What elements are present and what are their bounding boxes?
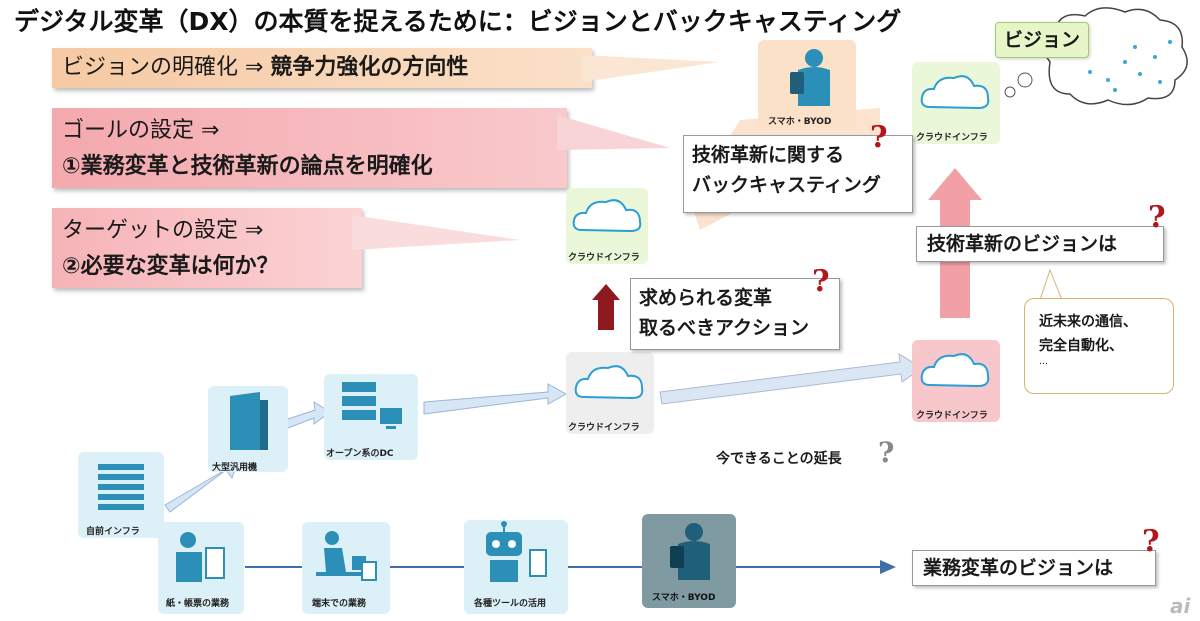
target-pointer <box>352 215 520 250</box>
cloud-infra-label-pink: クラウドインフラ <box>916 411 988 421</box>
goal-callout: ゴールの設定 ⇒ ①業務変革と技術革新の論点を明確化 <box>52 108 567 188</box>
cloud-infra-tile-top <box>912 62 1000 144</box>
goal-callout-line1: ゴールの設定 ⇒ <box>62 118 220 143</box>
person-desk-icon <box>316 531 377 581</box>
question-mark-icon: ? <box>1148 200 1166 235</box>
pc-work-label: 端末での業務 <box>312 599 367 609</box>
business-vision-box: 業務変革のビジョンは <box>912 550 1156 586</box>
page-title: デジタル変革（DX）の本質を捉えるために：ビジョンとバックキャスティング <box>14 7 902 36</box>
question-mark-icon: ? <box>1142 524 1160 559</box>
vision-label: ビジョン <box>1003 29 1080 51</box>
cloud-infra-label-top: クラウドインフラ <box>916 133 988 143</box>
target-callout-line1: ターゲットの設定 ⇒ <box>62 218 264 243</box>
required-change-line1: 求められる変革 <box>639 287 773 309</box>
backcasting-box: 技術革新に関する バックキャスティング <box>683 135 913 213</box>
stack-icon <box>98 464 144 510</box>
extension-label: 今できることの延長 <box>716 451 842 467</box>
pc-work-tile <box>302 522 390 614</box>
question-mark-grey-icon: ? <box>878 436 895 469</box>
goal-callout-line2: ①業務変革と技術革新の論点を明確化 <box>62 154 433 179</box>
question-mark-icon: ? <box>870 120 888 155</box>
required-change-box: 求められる変革 取るべきアクション <box>630 278 840 350</box>
person-phone-icon <box>670 523 710 580</box>
vision-label-box: ビジョン <box>995 22 1089 58</box>
chain-arrow-2 <box>284 401 331 429</box>
future-note-box: 近未来の通信、 完全自動化、 … <box>1024 298 1174 394</box>
paper-work-label: 紙・帳票の業務 <box>166 599 230 609</box>
cloud-icon <box>920 75 990 110</box>
cloud-infra-label-low: クラウドインフラ <box>568 423 640 433</box>
future-note-line3: … <box>1039 357 1048 367</box>
legacy-infra-label: 自前インフラ <box>86 527 140 537</box>
cloud-infra-tile-mid <box>566 188 648 264</box>
robot-icon <box>486 521 547 582</box>
mainframe-tile <box>208 386 288 472</box>
watermark-logo: ai <box>1170 594 1191 618</box>
person-paper-icon <box>176 532 225 582</box>
required-change-line2: 取るべきアクション <box>639 317 810 339</box>
future-note-line1: 近未来の通信、 <box>1039 314 1137 330</box>
byod-tile-top <box>758 40 856 130</box>
goal-pointer <box>557 115 670 150</box>
byod-label-bottom: スマホ・BYOD <box>652 593 716 603</box>
question-mark-icon: ? <box>812 264 830 299</box>
thought-dot-small <box>1004 86 1016 98</box>
tool-use-label: 各種ツールの活用 <box>474 599 547 609</box>
backcasting-line1: 技術革新に関する <box>692 144 845 166</box>
byod-tile-bottom <box>642 514 736 608</box>
vision-callout-emphasis: 競争力強化の方向性 <box>270 55 469 80</box>
tool-use-tile <box>464 520 568 614</box>
backcasting-line2: バックキャスティング <box>692 174 881 196</box>
vision-callout: ビジョンの明確化 ⇒ 競争力強化の方向性 <box>52 48 592 88</box>
cloud-icon <box>920 353 990 388</box>
note-pointer <box>1039 268 1063 301</box>
target-callout: ターゲットの設定 ⇒ ②必要な変革は何か？ <box>52 208 362 288</box>
mainframe-label: 大型汎用機 <box>212 463 258 473</box>
future-note-line2: 完全自動化、 <box>1039 338 1123 354</box>
cloud-icon <box>574 365 644 400</box>
timeline-arrowhead <box>880 560 896 574</box>
byod-label-top: スマホ・BYOD <box>768 117 832 127</box>
cloud-icon <box>572 199 642 233</box>
cloud-infra-label-mid: クラウドインフラ <box>568 253 640 263</box>
tech-vision-box: 技術革新のビジョンは <box>916 226 1164 262</box>
vision-callout-prefix: ビジョンの明確化 ⇒ <box>62 55 271 80</box>
open-dc-tile <box>324 374 418 460</box>
vision-pointer <box>582 55 720 82</box>
legacy-infra-tile <box>78 452 164 538</box>
tech-vision-label: 技術革新のビジョンは <box>927 233 1118 255</box>
open-dc-label: オープン系のDC <box>326 449 394 459</box>
chain-arrow-3 <box>423 383 568 415</box>
target-callout-line2: ②必要な変革は何か？ <box>62 254 279 279</box>
business-vision-label: 業務変革のビジョンは <box>923 557 1114 579</box>
extension-arrow <box>659 353 923 405</box>
cloud-infra-tile-pink <box>912 340 1000 422</box>
person-phone-icon <box>790 49 830 106</box>
up-arrow-dark <box>592 284 620 330</box>
building-icon <box>230 392 268 450</box>
server-icon <box>342 382 402 429</box>
thought-dot-mid <box>1017 72 1033 88</box>
paper-work-tile <box>158 522 244 614</box>
cloud-infra-tile-low <box>566 352 654 434</box>
